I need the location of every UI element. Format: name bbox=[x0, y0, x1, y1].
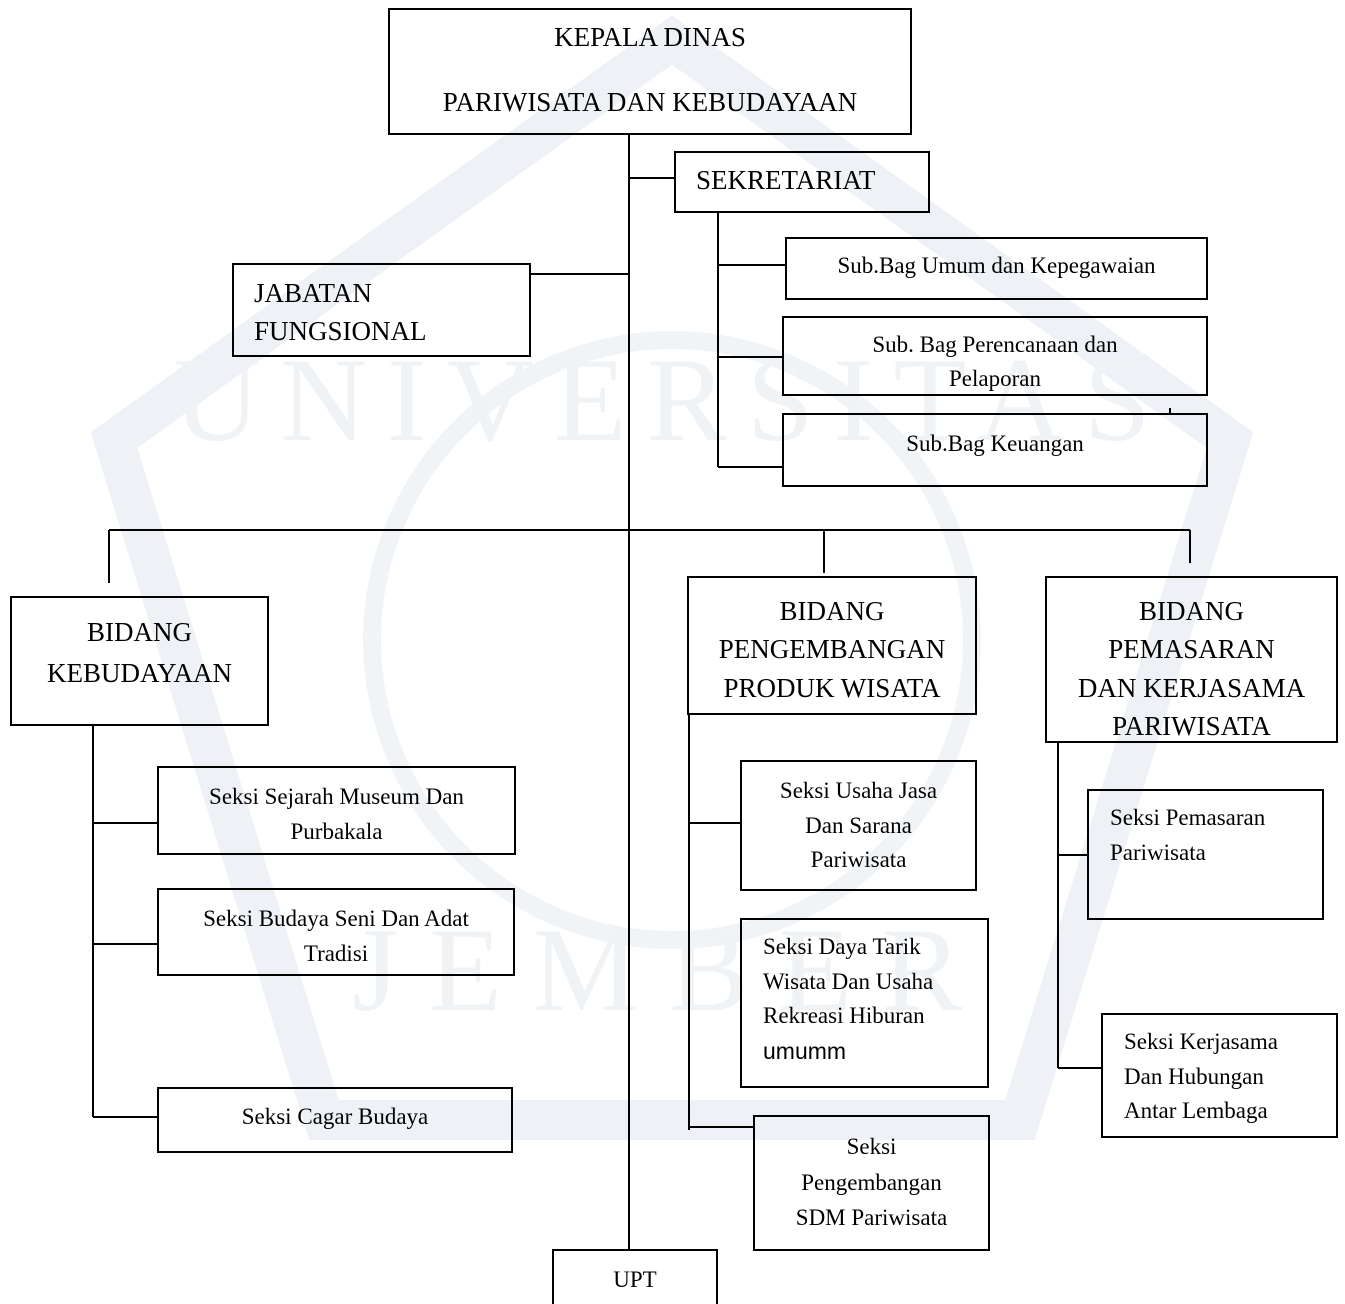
seksi-pengembangan-sdm-box: Seksi Pengembangan SDM Pariwisata bbox=[753, 1115, 990, 1251]
subbag-umum-box: Sub.Bag Umum dan Kepegawaian bbox=[785, 237, 1208, 300]
seksi-pengembangan-sdm-line1: Seksi bbox=[846, 1134, 897, 1159]
kepala-dinas-box: KEPALA DINAS PARIWISATA DAN KEBUDAYAAN bbox=[388, 8, 912, 135]
jabatan-fungsional-line2: FUNGSIONAL bbox=[254, 315, 427, 346]
seksi-usaha-jasa-line3: Pariwisata bbox=[810, 847, 907, 872]
subbag-perencanaan-line1: Sub. Bag Perencanaan dan bbox=[872, 332, 1118, 357]
seksi-daya-tarik-line4: umumm bbox=[763, 1037, 847, 1064]
seksi-usaha-jasa-line1: Seksi Usaha Jasa bbox=[779, 778, 938, 803]
sekretariat-label: SEKRETARIAT bbox=[696, 165, 876, 195]
seksi-usaha-jasa-box: Seksi Usaha Jasa Dan Sarana Pariwisata bbox=[740, 760, 977, 891]
jabatan-fungsional-box: JABATAN FUNGSIONAL bbox=[232, 263, 531, 357]
bidang-pengembangan-line3: PRODUK WISATA bbox=[723, 672, 941, 703]
bidang-pengembangan-line1: BIDANG bbox=[779, 596, 885, 626]
subbag-umum-label: Sub.Bag Umum dan Kepegawaian bbox=[837, 253, 1156, 278]
bidang-pengembangan-box: BIDANG PENGEMBANGAN PRODUK WISATA bbox=[687, 576, 977, 715]
bidang-kebudayaan-line1: BIDANG bbox=[87, 617, 192, 647]
seksi-budaya-box: Seksi Budaya Seni Dan Adat Tradisi bbox=[157, 888, 515, 976]
seksi-kerjasama-line2: Dan Hubungan bbox=[1124, 1063, 1264, 1089]
bidang-kebudayaan-line2: KEBUDAYAAN bbox=[46, 657, 233, 688]
bidang-pengembangan-line2: PENGEMBANGAN bbox=[718, 634, 946, 665]
upt-label: UPT bbox=[613, 1267, 657, 1292]
jabatan-fungsional-line1: JABATAN bbox=[254, 278, 372, 308]
upt-box: UPT bbox=[552, 1249, 718, 1304]
seksi-pemasaran-line2: Pariwisata bbox=[1110, 839, 1206, 865]
seksi-pemasaran-box: Seksi Pemasaran Pariwisata bbox=[1087, 789, 1324, 920]
seksi-budaya-line1: Seksi Budaya Seni Dan Adat bbox=[203, 906, 469, 931]
bidang-kebudayaan-box: BIDANG KEBUDAYAAN bbox=[10, 596, 269, 726]
seksi-kerjasama-line1: Seksi Kerjasama bbox=[1124, 1029, 1278, 1054]
bidang-pemasaran-line4: PARIWISATA bbox=[1112, 710, 1271, 741]
seksi-pengembangan-sdm-line3: SDM Pariwisata bbox=[795, 1205, 948, 1231]
sekretariat-box: SEKRETARIAT bbox=[674, 151, 930, 213]
seksi-daya-tarik-line2: Wisata Dan Usaha bbox=[763, 968, 934, 994]
seksi-sejarah-line1: Seksi Sejarah Museum Dan bbox=[209, 784, 464, 809]
seksi-cagar-box: Seksi Cagar Budaya bbox=[157, 1087, 513, 1153]
bidang-pemasaran-line3: DAN KERJASAMA bbox=[1077, 672, 1306, 703]
subbag-perencanaan-line2: Pelaporan bbox=[949, 365, 1041, 391]
seksi-kerjasama-box: Seksi Kerjasama Dan Hubungan Antar Lemba… bbox=[1101, 1013, 1338, 1138]
subbag-perencanaan-box: Sub. Bag Perencanaan dan Pelaporan bbox=[782, 316, 1208, 396]
seksi-sejarah-line2: Purbakala bbox=[290, 818, 383, 844]
bidang-pemasaran-line2: PEMASARAN bbox=[1108, 634, 1275, 665]
seksi-daya-tarik-line1: Seksi Daya Tarik bbox=[763, 934, 921, 959]
seksi-daya-tarik-box: Seksi Daya Tarik Wisata Dan Usaha Rekrea… bbox=[740, 918, 989, 1088]
bidang-pemasaran-box: BIDANG PEMASARAN DAN KERJASAMA PARIWISAT… bbox=[1045, 576, 1338, 743]
seksi-kerjasama-line3: Antar Lembaga bbox=[1124, 1098, 1268, 1123]
seksi-pengembangan-sdm-line2: Pengembangan bbox=[801, 1169, 942, 1195]
seksi-usaha-jasa-line2: Dan Sarana bbox=[805, 812, 912, 838]
subbag-keuangan-label: Sub.Bag Keuangan bbox=[906, 431, 1084, 456]
subbag-keuangan-box: Sub.Bag Keuangan bbox=[782, 413, 1208, 487]
seksi-pemasaran-line1: Seksi Pemasaran bbox=[1110, 805, 1266, 830]
seksi-sejarah-box: Seksi Sejarah Museum Dan Purbakala bbox=[157, 766, 516, 855]
seksi-budaya-line2: Tradisi bbox=[303, 940, 369, 966]
kepala-dinas-title: KEPALA DINAS bbox=[554, 22, 746, 52]
seksi-cagar-label: Seksi Cagar Budaya bbox=[241, 1104, 429, 1129]
seksi-daya-tarik-line3: Rekreasi Hiburan bbox=[763, 1003, 925, 1028]
kepala-dinas-subtitle: PARIWISATA DAN KEBUDAYAAN bbox=[442, 87, 858, 118]
bidang-pemasaran-line1: BIDANG bbox=[1139, 596, 1244, 626]
